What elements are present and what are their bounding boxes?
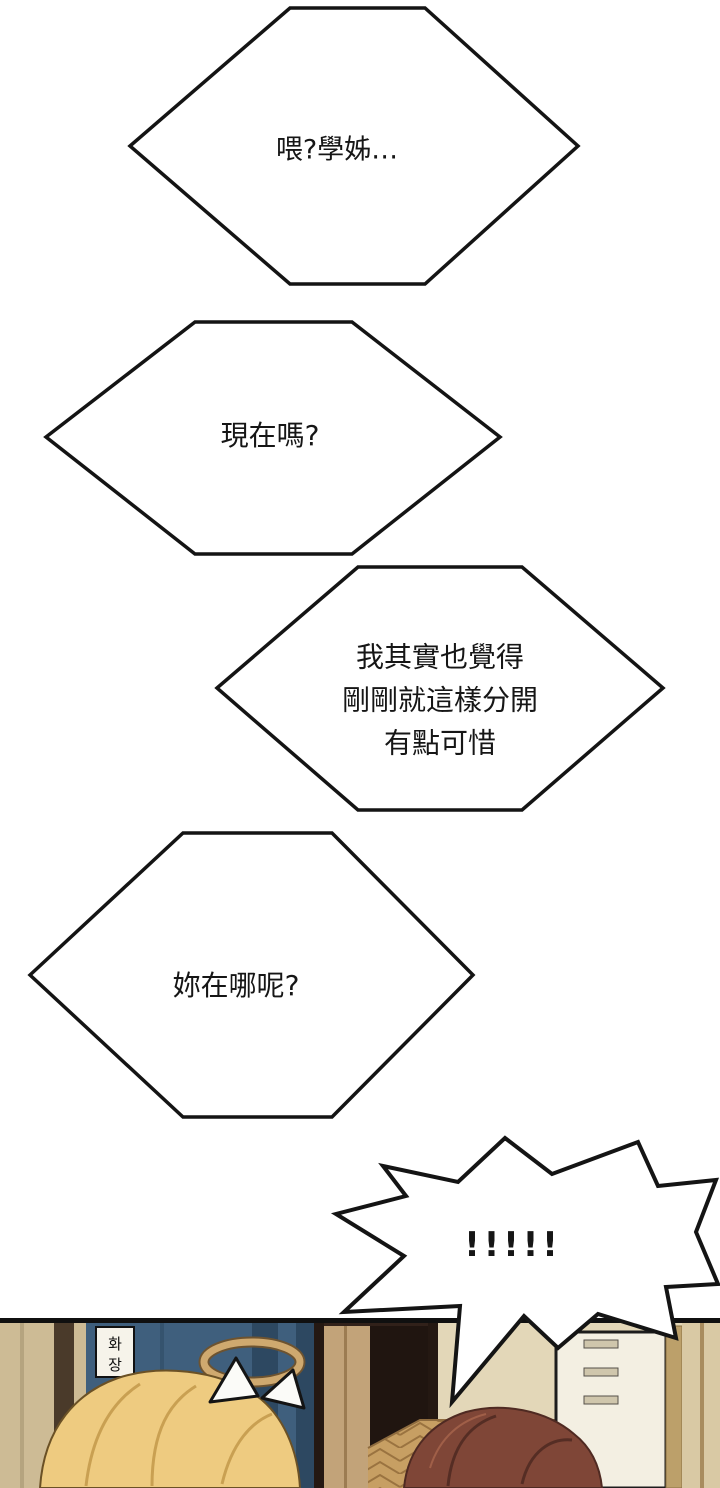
door-hinge-1 [583, 1339, 619, 1349]
right-door-frame [665, 1323, 720, 1488]
hoop-accessory [198, 1336, 306, 1388]
sign-char-2: 장 [108, 1356, 122, 1374]
bubble-2-text: 現在嗎? [220, 419, 320, 452]
brunette-character [402, 1406, 604, 1488]
cat-ear-left [208, 1356, 260, 1404]
door-hinge-2 [583, 1367, 619, 1377]
panel-border-top [0, 1318, 720, 1323]
bubble-3-line1: 我其實也覺得 [355, 640, 525, 674]
brunette-hair [402, 1406, 604, 1488]
blonde-character [38, 1356, 306, 1488]
door-hinge-3 [583, 1395, 619, 1405]
bubble-1-text: 喂?學姊… [275, 134, 399, 166]
bubble-5-text: !!!!! [464, 1225, 562, 1265]
bubble-3-text: 我其實也覺得 剛剛就這樣分開 有點可惜 [342, 636, 538, 765]
scene-illustration: 화 장 [0, 1318, 720, 1488]
restroom-sign: 화 장 [95, 1326, 135, 1378]
sign-char-1: 화 [108, 1335, 122, 1353]
bubble-3-line2: 剛剛就這樣分開 [341, 683, 539, 717]
cat-ear-right [260, 1368, 306, 1410]
bubble-4-text: 妳在哪呢? [172, 969, 300, 1002]
scene-panel: 화 장 [0, 1318, 720, 1488]
bubble-3-line3: 有點可惜 [383, 726, 497, 760]
